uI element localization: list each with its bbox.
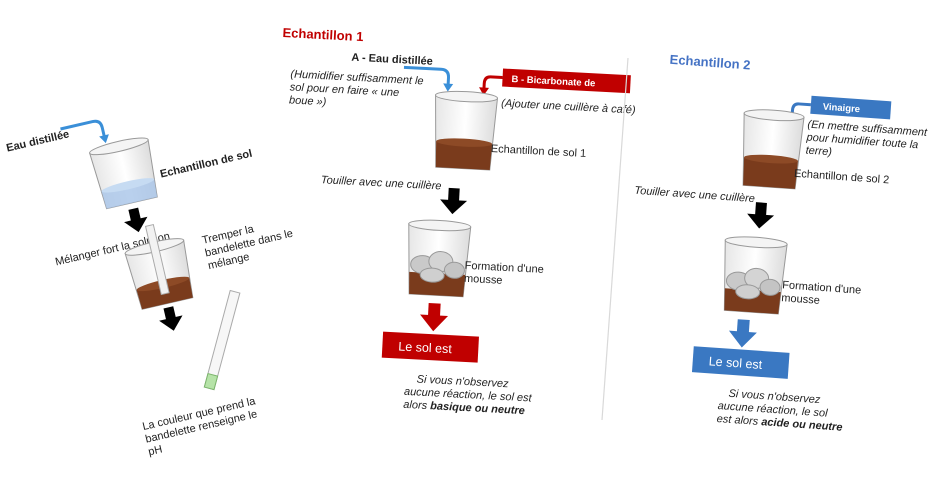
foam1-line1: Formation d'une [464, 260, 544, 276]
cup-strip-icon [124, 223, 194, 310]
down-arrow-icon [124, 207, 148, 233]
water-arrow-icon [60, 119, 106, 138]
foam2-line1: Formation d'une [782, 279, 862, 296]
foam1-line2: mousse [464, 273, 503, 287]
vin-note-3: terre) [805, 145, 832, 159]
vin-label-box [810, 95, 892, 120]
result1-label: Le sol est [398, 339, 453, 356]
sample1-panel: Echantillon 1 A - Eau distillée (Humidif… [282, 25, 636, 417]
concl1-line3: alors basique ou neutre [403, 399, 525, 417]
stir2: Touiller avec une cuillère [634, 185, 755, 205]
result2-box [691, 346, 790, 379]
sample-label: Echantillon de sol [159, 148, 253, 181]
cup-soil1-icon [435, 90, 499, 171]
down-arrow-icon [159, 306, 183, 331]
a-label: A - Eau distillée [351, 52, 433, 68]
sample1-title: Echantillon 1 [282, 25, 364, 44]
down-arrow-icon [420, 302, 449, 332]
cup2-label: Echantillon de sol 2 [794, 168, 890, 187]
cup-foam2-icon [723, 236, 788, 315]
water-label: Eau distillée [5, 128, 70, 154]
cup-water-icon [89, 137, 158, 210]
vin-label: Vinaigre [822, 102, 860, 116]
result-3: pH [147, 443, 163, 458]
concl2-line3: est alors acide ou neutre [716, 413, 842, 434]
concl1-line1: Si vous n'observez [416, 373, 509, 390]
vin-arrow-icon [790, 102, 812, 117]
down-arrow-icon [728, 319, 757, 348]
result2-label: Le sol est [708, 354, 763, 372]
result1-box [381, 331, 479, 363]
ph-strip-icon [203, 289, 241, 391]
stir1: Touiller avec une cuillère [321, 174, 442, 192]
a-note-2: sol pour en faire « une [289, 81, 399, 99]
foam2-line2: mousse [781, 292, 820, 307]
left-panel: Eau distillée Echantillon de sol Mélange… [5, 119, 294, 458]
b-label: B - Bicarbonate de [511, 74, 595, 89]
panel-divider [601, 57, 629, 421]
sample2-panel: Echantillon 2 Vinaigre (En mettre suffis… [634, 52, 928, 434]
b-label-box [502, 68, 631, 94]
down-arrow-icon [440, 187, 468, 215]
down-arrow-icon [747, 202, 775, 229]
cup-soil2-icon [742, 109, 805, 190]
sample2-title: Echantillon 2 [669, 52, 751, 73]
b-note: (Ajouter une cuillère à café) [501, 98, 636, 117]
a-note-3: boue ») [289, 94, 327, 108]
cup1-label: Echantillon de sol 1 [491, 143, 587, 160]
cup-foam1-icon [408, 219, 472, 298]
b-arrow-icon [482, 75, 503, 90]
a-arrow-icon [403, 65, 450, 86]
